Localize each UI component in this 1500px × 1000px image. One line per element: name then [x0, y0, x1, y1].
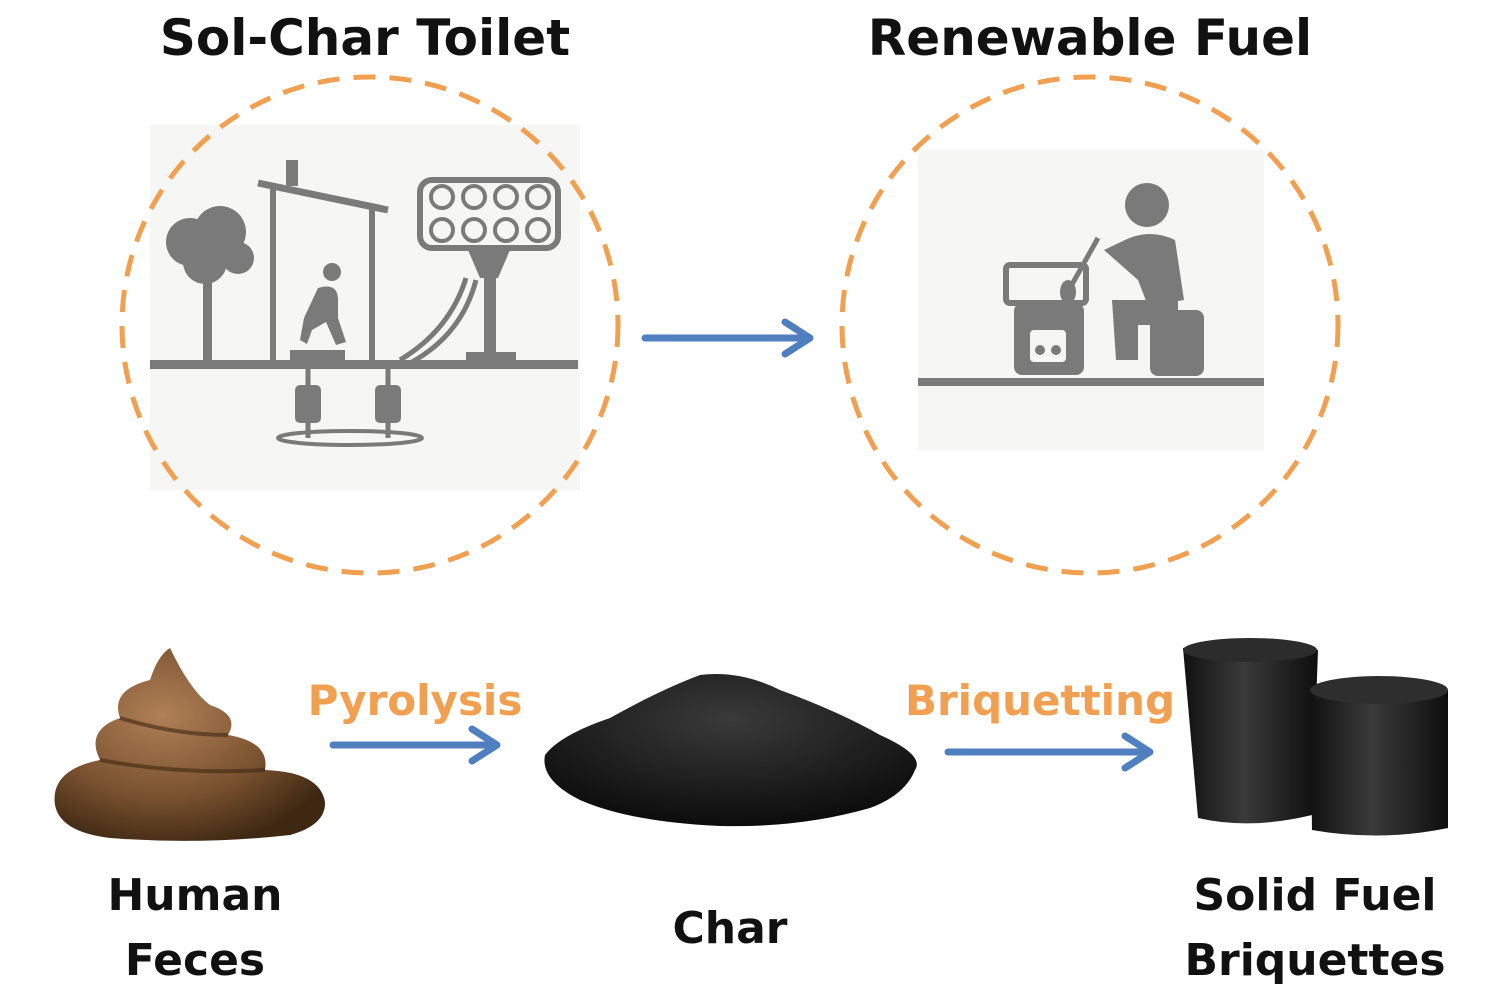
sol-char-toilet-title: Sol-Char Toilet	[159, 9, 571, 67]
toilet-to-fuel-arrow	[641, 318, 814, 358]
pyrolysis-arrow	[329, 725, 501, 765]
solid-fuel-briquettes-image	[1183, 638, 1448, 836]
briquetting-arrow	[944, 732, 1154, 772]
human-feces-caption-line1: Human	[107, 870, 283, 921]
renewable-fuel-title: Renewable Fuel	[867, 9, 1313, 67]
fuel-dashed-circle	[839, 74, 1341, 576]
toilet-dashed-circle	[119, 74, 621, 576]
human-feces-caption-line2: Feces	[124, 935, 266, 986]
briquettes-caption-line1: Solid Fuel	[1193, 870, 1437, 921]
briquetting-label: Briquetting	[904, 676, 1176, 725]
renewable-fuel-panel	[839, 74, 1341, 576]
fuel-panel-background	[918, 150, 1264, 450]
toilet-illustration-icon	[150, 160, 578, 447]
char-caption: Char	[672, 903, 788, 954]
cooking-person-icon	[918, 183, 1264, 386]
char-pile-image	[544, 674, 917, 827]
briquettes-caption-line2: Briquettes	[1184, 935, 1446, 986]
human-feces-image	[54, 648, 326, 841]
sol-char-toilet-panel	[119, 74, 621, 576]
pyrolysis-label: Pyrolysis	[307, 676, 523, 725]
